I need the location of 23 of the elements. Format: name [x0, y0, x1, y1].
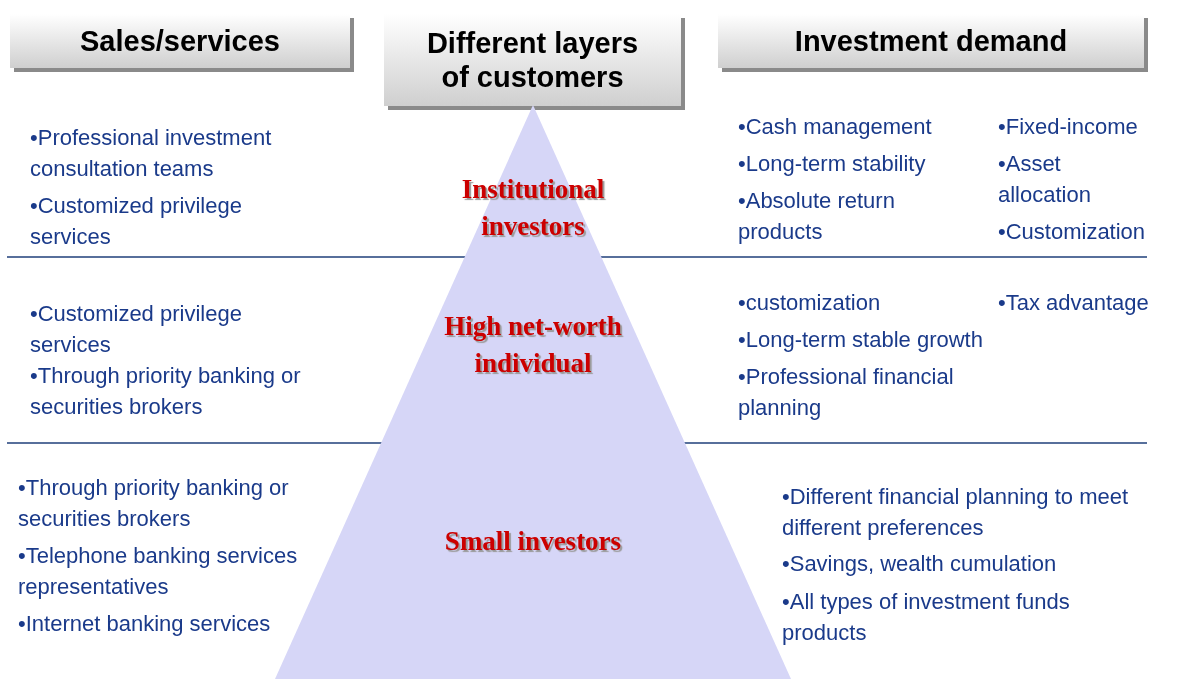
bullet-text: •Customized privilege services — [30, 300, 243, 359]
bullet-text: •Telephone banking services representatives — [18, 542, 299, 601]
bullet-text: •customization — [738, 289, 882, 317]
bullet-text: •Tax advantage — [998, 289, 1150, 317]
bullet-text: •Through priority banking or securities brokers — [30, 362, 302, 421]
bullet-text: •Different financial planning to meet different preferences — [782, 483, 1130, 542]
bullet-text: •Through priority banking or securities brokers — [18, 474, 290, 533]
bullet-text: •All types of investment funds products — [782, 588, 1071, 647]
tier-label: Small investors — [444, 525, 622, 558]
bullet-text: •Savings, wealth cumulation — [782, 550, 1058, 578]
tier-label: Institutional investors — [460, 173, 606, 243]
bullet-text: •Cash management — [738, 113, 933, 141]
bullet-text: •Long-term stable growth — [738, 326, 984, 354]
bullet-text: •Customization — [998, 218, 1147, 246]
bullet-text: •Long-term stability — [738, 150, 927, 178]
bullet-text: •Internet banking services — [18, 610, 272, 638]
bullet-text: •Customized privilege services — [30, 192, 243, 251]
tier-label: High net-worth individual — [443, 310, 623, 380]
bullet-text: •Asset allocation — [998, 150, 1092, 209]
bullet-text: •Fixed-income — [998, 113, 1139, 141]
bullet-text: •Professional investment consultation teams — [30, 124, 273, 183]
bullet-text: •Professional financial planning — [738, 363, 955, 422]
bullet-text: •Absolute return products — [738, 187, 896, 246]
